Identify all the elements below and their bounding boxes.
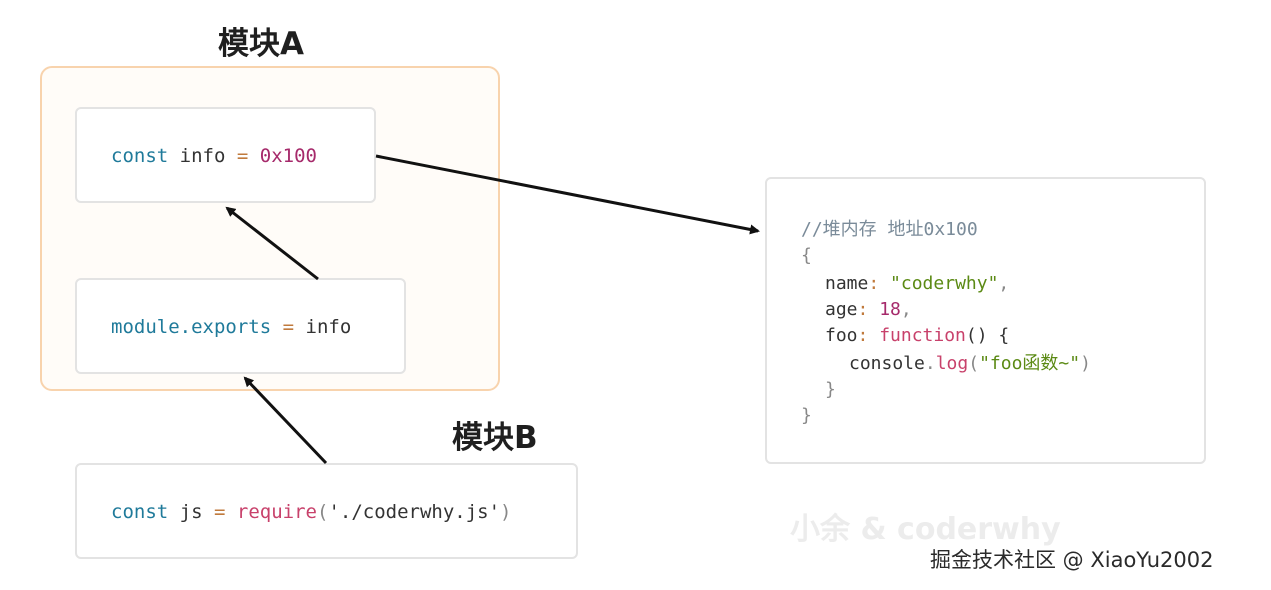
assign-operator: = bbox=[214, 501, 226, 523]
assign-operator: = bbox=[282, 316, 295, 338]
assign-operator: = bbox=[236, 145, 249, 167]
info-identifier: info bbox=[305, 316, 352, 338]
module-b-title: 模块B bbox=[452, 420, 538, 456]
console-argument: "foo函数~" bbox=[979, 353, 1081, 374]
name-key: name bbox=[825, 273, 869, 294]
module-exports-box: module.exports = info bbox=[75, 278, 406, 374]
info-to-heap-arrow bbox=[375, 154, 760, 235]
age-key: age bbox=[825, 299, 858, 320]
open-brace: { bbox=[801, 245, 812, 266]
credit-text: 掘金技术社区 @ XiaoYu2002 bbox=[930, 548, 1214, 572]
require-path-string: './coderwhy.js' bbox=[328, 501, 501, 523]
address-value: 0x100 bbox=[259, 145, 317, 167]
module-a-title: 模块A bbox=[218, 26, 304, 62]
require-to-exports-arrow bbox=[243, 376, 328, 465]
require-function: require bbox=[236, 501, 317, 523]
name-property-line: name: "coderwhy", bbox=[825, 273, 1010, 294]
close-paren: ) bbox=[500, 501, 512, 523]
console-log-line: console.log("foo函数~") bbox=[849, 353, 1091, 374]
heap-comment-line: //堆内存 地址0x100 bbox=[801, 217, 978, 243]
name-value: "coderwhy" bbox=[890, 273, 999, 294]
watermark-text: 小余 & coderwhy bbox=[790, 512, 1061, 547]
info-declaration-box: const info = 0x100 bbox=[75, 107, 376, 203]
exports-property: exports bbox=[191, 316, 272, 338]
console-dot: . bbox=[924, 353, 936, 374]
inner-close-line: } bbox=[825, 377, 836, 403]
function-keyword: function bbox=[879, 325, 966, 346]
require-line: const js = require('./coderwhy.js') bbox=[111, 501, 511, 523]
heap-comment: //堆内存 地址0x100 bbox=[801, 219, 978, 240]
open-paren: ( bbox=[316, 501, 329, 523]
close-brace: } bbox=[801, 405, 812, 426]
age-value: 18 bbox=[879, 299, 901, 320]
function-parens: () { bbox=[965, 325, 1010, 346]
module-exports-line: module.exports = info bbox=[111, 316, 351, 338]
const-keyword: const bbox=[111, 501, 169, 523]
info-identifier: info bbox=[179, 145, 226, 167]
foo-key: foo bbox=[825, 325, 858, 346]
require-box: const js = require('./coderwhy.js') bbox=[75, 463, 578, 559]
module-identifier: module bbox=[111, 316, 180, 338]
heap-memory-box: //堆内存 地址0x100 { name: "coderwhy", age: 1… bbox=[765, 177, 1206, 464]
js-identifier: js bbox=[179, 501, 203, 523]
inner-close-brace: } bbox=[825, 379, 836, 400]
member-dot: . bbox=[179, 316, 192, 338]
info-declaration-line: const info = 0x100 bbox=[111, 145, 317, 167]
console-identifier: console bbox=[849, 353, 925, 374]
exports-to-info-arrow bbox=[225, 206, 319, 281]
const-keyword: const bbox=[111, 145, 169, 167]
open-brace-line: { bbox=[801, 243, 812, 269]
foo-property-line: foo: function() { bbox=[825, 325, 1010, 346]
age-property-line: age: 18, bbox=[825, 299, 912, 320]
close-brace-line: } bbox=[801, 403, 812, 429]
log-function: log bbox=[935, 353, 969, 374]
